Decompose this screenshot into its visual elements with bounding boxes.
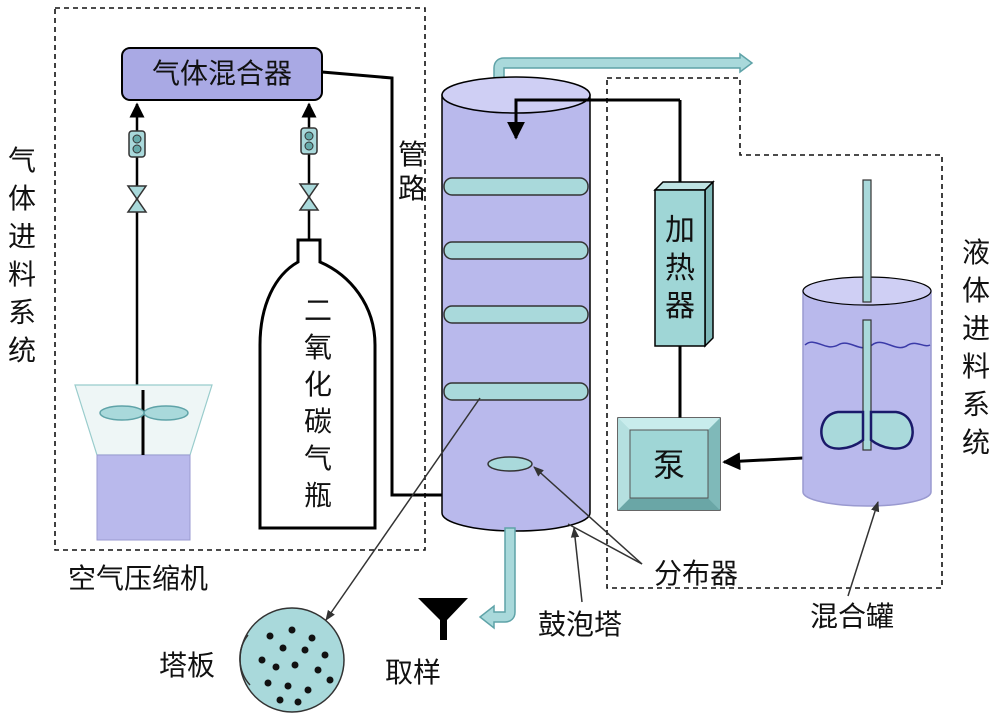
heater-label: 加 热 器 xyxy=(665,213,695,324)
distributor xyxy=(487,456,533,472)
distributor-callout-line xyxy=(533,466,643,565)
svg-text:加: 加 xyxy=(665,213,695,248)
air-valve-icon xyxy=(126,185,148,213)
svg-text:统: 统 xyxy=(8,334,36,367)
column-trays xyxy=(443,177,589,401)
svg-text:体: 体 xyxy=(962,274,990,307)
co2-cylinder-label: 二 氧 化 碳 气 瓶 xyxy=(304,294,332,512)
bubble-column-callout-line xyxy=(570,526,583,603)
pump-label: 泵 xyxy=(653,446,685,484)
svg-text:体: 体 xyxy=(8,182,36,215)
agitator-shaft xyxy=(862,179,872,303)
tank-to-pump-line xyxy=(722,452,804,471)
liquid-surface xyxy=(804,341,931,349)
gas-mixer-box xyxy=(121,47,323,101)
air-compressor-label: 空气压缩机 xyxy=(68,562,208,595)
gas-feed-system-boundary xyxy=(54,7,426,551)
bubble-column-label: 鼓泡塔 xyxy=(538,608,622,641)
svg-text:氧: 氧 xyxy=(304,331,332,364)
column-outlet-pipe xyxy=(493,52,754,81)
heater-body xyxy=(654,189,706,347)
sampling-pipe xyxy=(478,527,516,630)
sampling-funnel-icon xyxy=(418,598,468,640)
tray-label: 塔板 xyxy=(159,649,215,682)
svg-text:系: 系 xyxy=(8,296,36,329)
liquid-feed-system-boundary xyxy=(606,77,943,589)
tray-holes xyxy=(258,626,334,706)
tray-detail xyxy=(239,607,345,713)
co2-valve-icon xyxy=(298,183,320,211)
distributor-label: 分布器 xyxy=(654,557,738,590)
svg-text:进: 进 xyxy=(962,312,990,345)
svg-text:料: 料 xyxy=(962,350,990,383)
svg-text:管: 管 xyxy=(398,138,426,171)
pipeline-label: 管 路 xyxy=(398,138,426,205)
svg-text:气: 气 xyxy=(8,144,36,177)
svg-text:料: 料 xyxy=(8,258,36,291)
co2-cylinder xyxy=(258,238,377,530)
svg-text:碳: 碳 xyxy=(304,405,332,438)
svg-text:化: 化 xyxy=(304,368,332,401)
svg-text:气: 气 xyxy=(304,442,332,475)
liquid-feed-system-label: 液 体 进 料 系 统 xyxy=(962,236,990,459)
svg-text:二: 二 xyxy=(304,294,332,327)
air-compressor-body xyxy=(96,454,191,541)
heater-side xyxy=(704,180,714,348)
mixing-tank-callout-line xyxy=(847,500,880,597)
compressor-fan-icon xyxy=(99,405,145,421)
mixing-tank-label: 混合罐 xyxy=(810,600,894,633)
svg-text:路: 路 xyxy=(398,172,426,205)
sampling-label: 取样 xyxy=(385,656,441,689)
heater-top xyxy=(653,181,715,191)
svg-text:液: 液 xyxy=(962,236,990,269)
gas-mixer-label: 气体混合器 xyxy=(152,57,292,90)
agitator-impeller-icon xyxy=(820,410,865,450)
liquid-inlet-line xyxy=(507,98,680,140)
svg-text:器: 器 xyxy=(665,289,695,324)
svg-text:统: 统 xyxy=(962,426,990,459)
gas-feed-system-label: 气 体 进 料 系 统 xyxy=(8,144,36,367)
tray-callout-line xyxy=(325,397,481,621)
svg-text:瓶: 瓶 xyxy=(304,479,332,512)
svg-text:热: 热 xyxy=(665,251,695,286)
svg-text:进: 进 xyxy=(8,220,36,253)
svg-text:系: 系 xyxy=(962,388,990,421)
